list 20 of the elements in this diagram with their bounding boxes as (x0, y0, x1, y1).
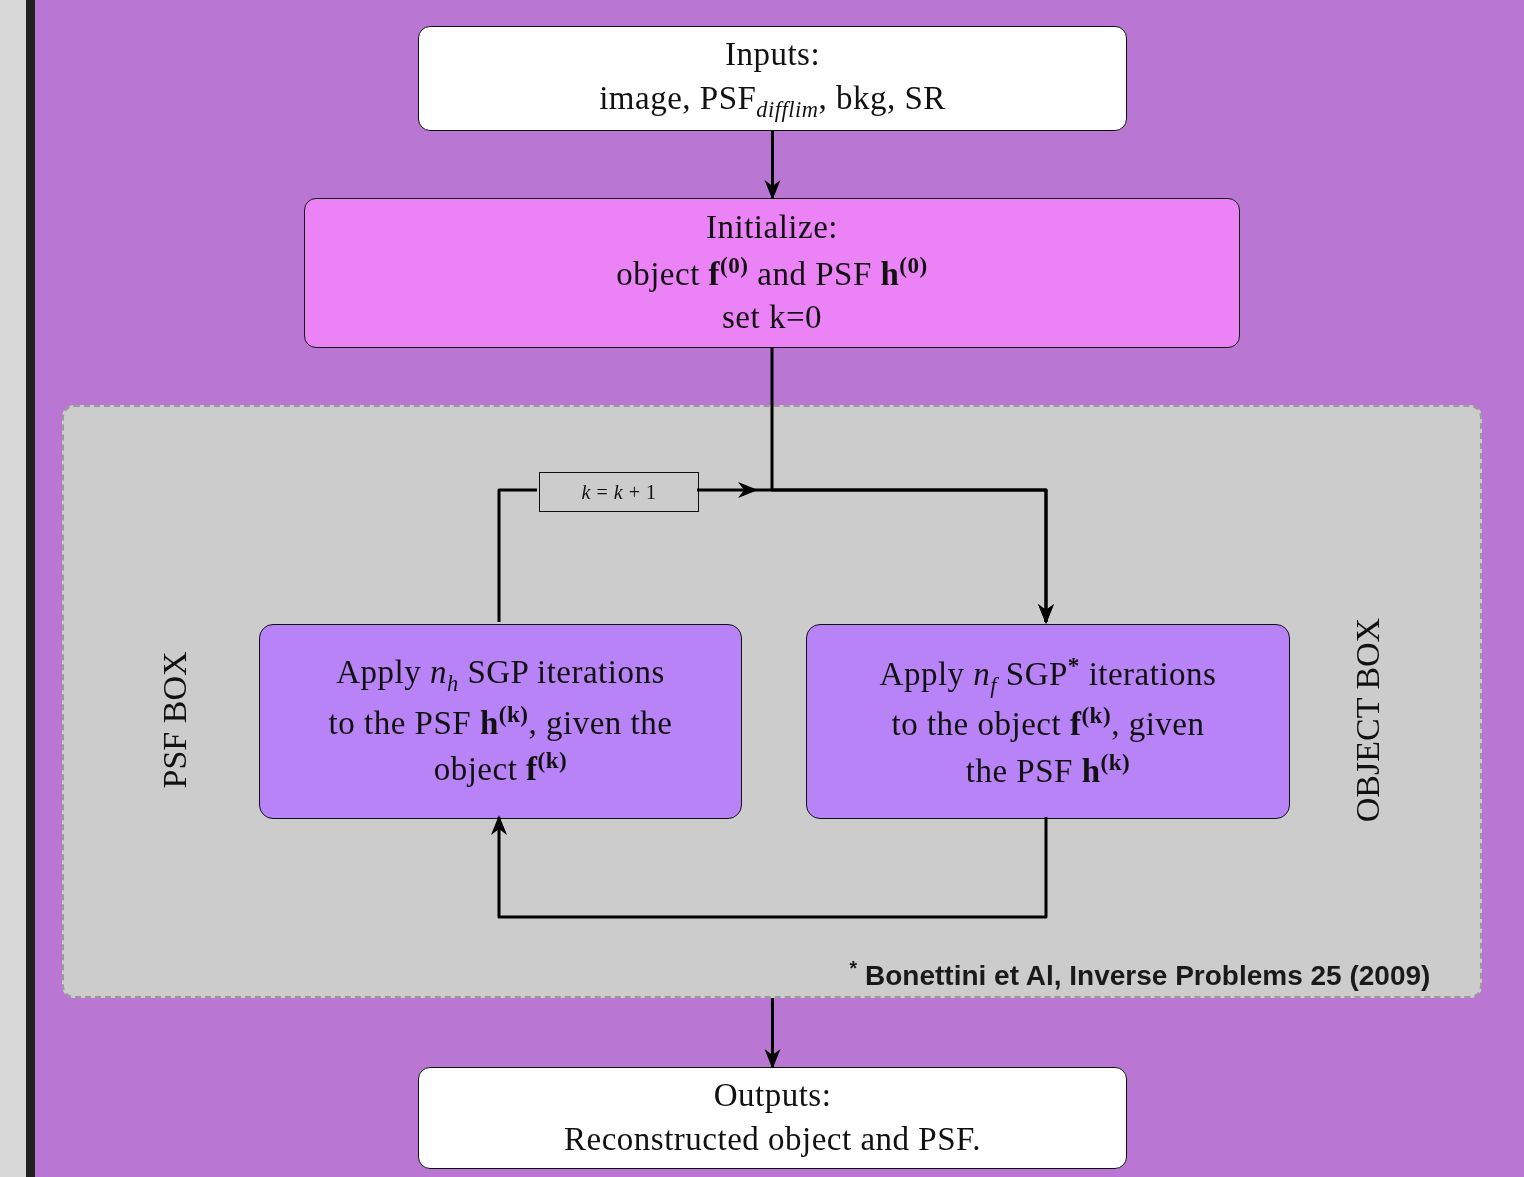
region-label: PSF BOX (156, 651, 194, 789)
node-text: Apply n$_{h}$ SGP iterations to the PSF h$^{(k)}$, given the object f$^{(k)}$ (327, 653, 674, 790)
node-text: Inputs: (724, 35, 821, 75)
node-text: image, PSF$_{difflim}$, bkg, SR (599, 78, 946, 124)
node-text: Reconstructed object and PSF. (564, 1120, 981, 1159)
input-box (418, 26, 1127, 131)
footnote: $^{*}$ Bonettini et Al, Inverse Problems 25 (2009) (849, 957, 1431, 993)
output-box (418, 1067, 1127, 1169)
node-text: Apply n$_{f}$ SGP$^{*}$ iterations to the object f$^{(k)}$, given the PSF h$^{(k)}$ (878, 650, 1218, 791)
node-text: k = k + 1 (581, 479, 657, 505)
node-text: set k=0 (722, 298, 822, 338)
node-text: object f$^{(0)}$ and PSF h$^{(0)}$ (616, 250, 928, 294)
process-box (806, 624, 1290, 819)
process-box (259, 624, 742, 819)
region-label: OBJECT BOX (1349, 617, 1387, 823)
node-text: Initialize: (706, 208, 838, 248)
counter-box (539, 472, 699, 512)
dashed-region (62, 405, 1482, 998)
node-text: Outputs: (713, 1076, 832, 1116)
process-box (304, 198, 1240, 348)
